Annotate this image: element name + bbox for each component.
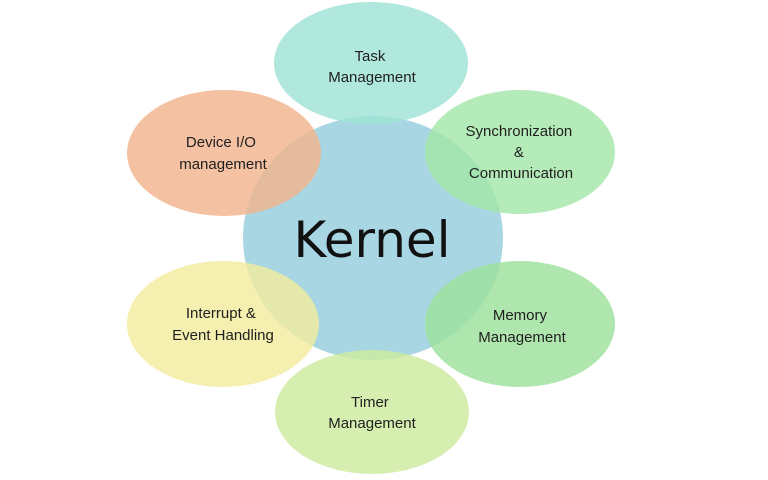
synchronization-communication-label-line: Communication [469, 165, 573, 182]
memory-management-label-line: Memory [493, 307, 548, 324]
synchronization-communication-label-line: Synchronization [466, 123, 573, 140]
node-device-io-management: Device I/O management [127, 90, 321, 216]
task-management-label-line: Management [328, 69, 416, 86]
timer-management-ellipse [275, 350, 469, 474]
synchronization-communication-label: Synchronization & Communication [466, 123, 577, 182]
node-synchronization-communication: Synchronization & Communication [425, 90, 615, 214]
interrupt-event-handling-label-line: Event Handling [172, 327, 274, 344]
device-io-management-label: Device I/O management [179, 134, 267, 173]
device-io-management-label-line: management [179, 156, 267, 173]
timer-management-label-line: Management [328, 415, 416, 432]
timer-management-label: Timer Management [328, 394, 416, 432]
interrupt-event-handling-ellipse [127, 261, 319, 387]
synchronization-communication-label-line: & [514, 144, 524, 161]
node-interrupt-event-handling: Interrupt & Event Handling [127, 261, 319, 387]
device-io-management-ellipse [127, 90, 321, 216]
synchronization-communication-ellipse [425, 90, 615, 214]
task-management-ellipse [274, 2, 468, 124]
node-timer-management: Timer Management [275, 350, 469, 474]
node-task-management: Task Management [274, 2, 468, 124]
kernel-label: Kernel [293, 211, 450, 269]
memory-management-ellipse [425, 261, 615, 387]
interrupt-event-handling-label: Interrupt & Event Handling [172, 305, 274, 344]
node-memory-management: Memory Management [425, 261, 615, 387]
timer-management-label-line: Timer [351, 394, 389, 411]
interrupt-event-handling-label-line: Interrupt & [186, 305, 256, 322]
task-management-label: Task Management [328, 48, 416, 86]
memory-management-label-line: Management [478, 329, 566, 346]
device-io-management-label-line: Device I/O [186, 134, 256, 151]
task-management-label-line: Task [354, 48, 385, 65]
memory-management-label: Memory Management [478, 307, 566, 346]
